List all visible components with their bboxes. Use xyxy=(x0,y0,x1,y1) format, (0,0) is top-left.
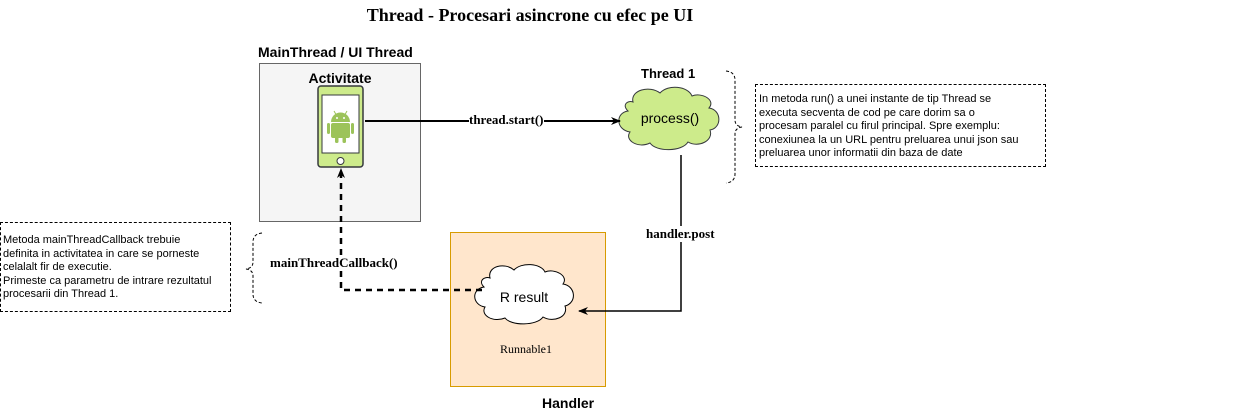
result-cloud[interactable] xyxy=(474,264,574,325)
note-line: In metoda run() a unei instante de tip T… xyxy=(759,93,992,105)
note-line: Primeste ca parametru de intrare rezulta… xyxy=(3,274,212,287)
brace-left xyxy=(245,232,263,304)
note-line: celalalt fir de executie. xyxy=(3,261,112,273)
process-label: process() xyxy=(640,110,700,126)
brace-right xyxy=(725,70,743,184)
note-line: conexiunea la un URL pentru preluarea un… xyxy=(759,133,1019,146)
edge-callback-label: mainThreadCallback() xyxy=(270,255,398,271)
thread-note: In metoda run() a unei instante de tip T… xyxy=(755,84,1046,167)
callback-note: Metoda mainThreadCallback trebuie defini… xyxy=(0,222,231,312)
edge-post-label: handler.post xyxy=(646,226,715,242)
edge-post xyxy=(578,155,682,315)
android-phone-icon[interactable] xyxy=(317,85,364,168)
runnable-label: Runnable1 xyxy=(500,342,552,356)
note-line: definita in activitatea in care se porne… xyxy=(3,247,200,260)
note-line: executa secventa de cod pe care dorim sa… xyxy=(759,106,975,119)
edge-start-label: thread.start() xyxy=(469,112,544,128)
handler-label: Handler xyxy=(542,395,595,411)
note-line: procesarii din Thread 1. xyxy=(3,288,119,300)
note-line: procesam paralel cu firul principal. Spr… xyxy=(759,120,1000,132)
edge-callback xyxy=(337,168,482,292)
android-robot-icon xyxy=(327,110,354,143)
result-label: R result xyxy=(499,289,549,305)
diagram-title: Thread - Procesari asincrone cu efec pe … xyxy=(366,5,694,25)
main-thread-label: MainThread / UI Thread xyxy=(258,44,413,60)
note-line: Metoda mainThreadCallback trebuie xyxy=(3,234,181,246)
note-line: preluarea unor informatii din baza de da… xyxy=(759,147,963,159)
activity-label: Activitate xyxy=(308,70,372,86)
thread1-label: Thread 1 xyxy=(641,66,696,81)
